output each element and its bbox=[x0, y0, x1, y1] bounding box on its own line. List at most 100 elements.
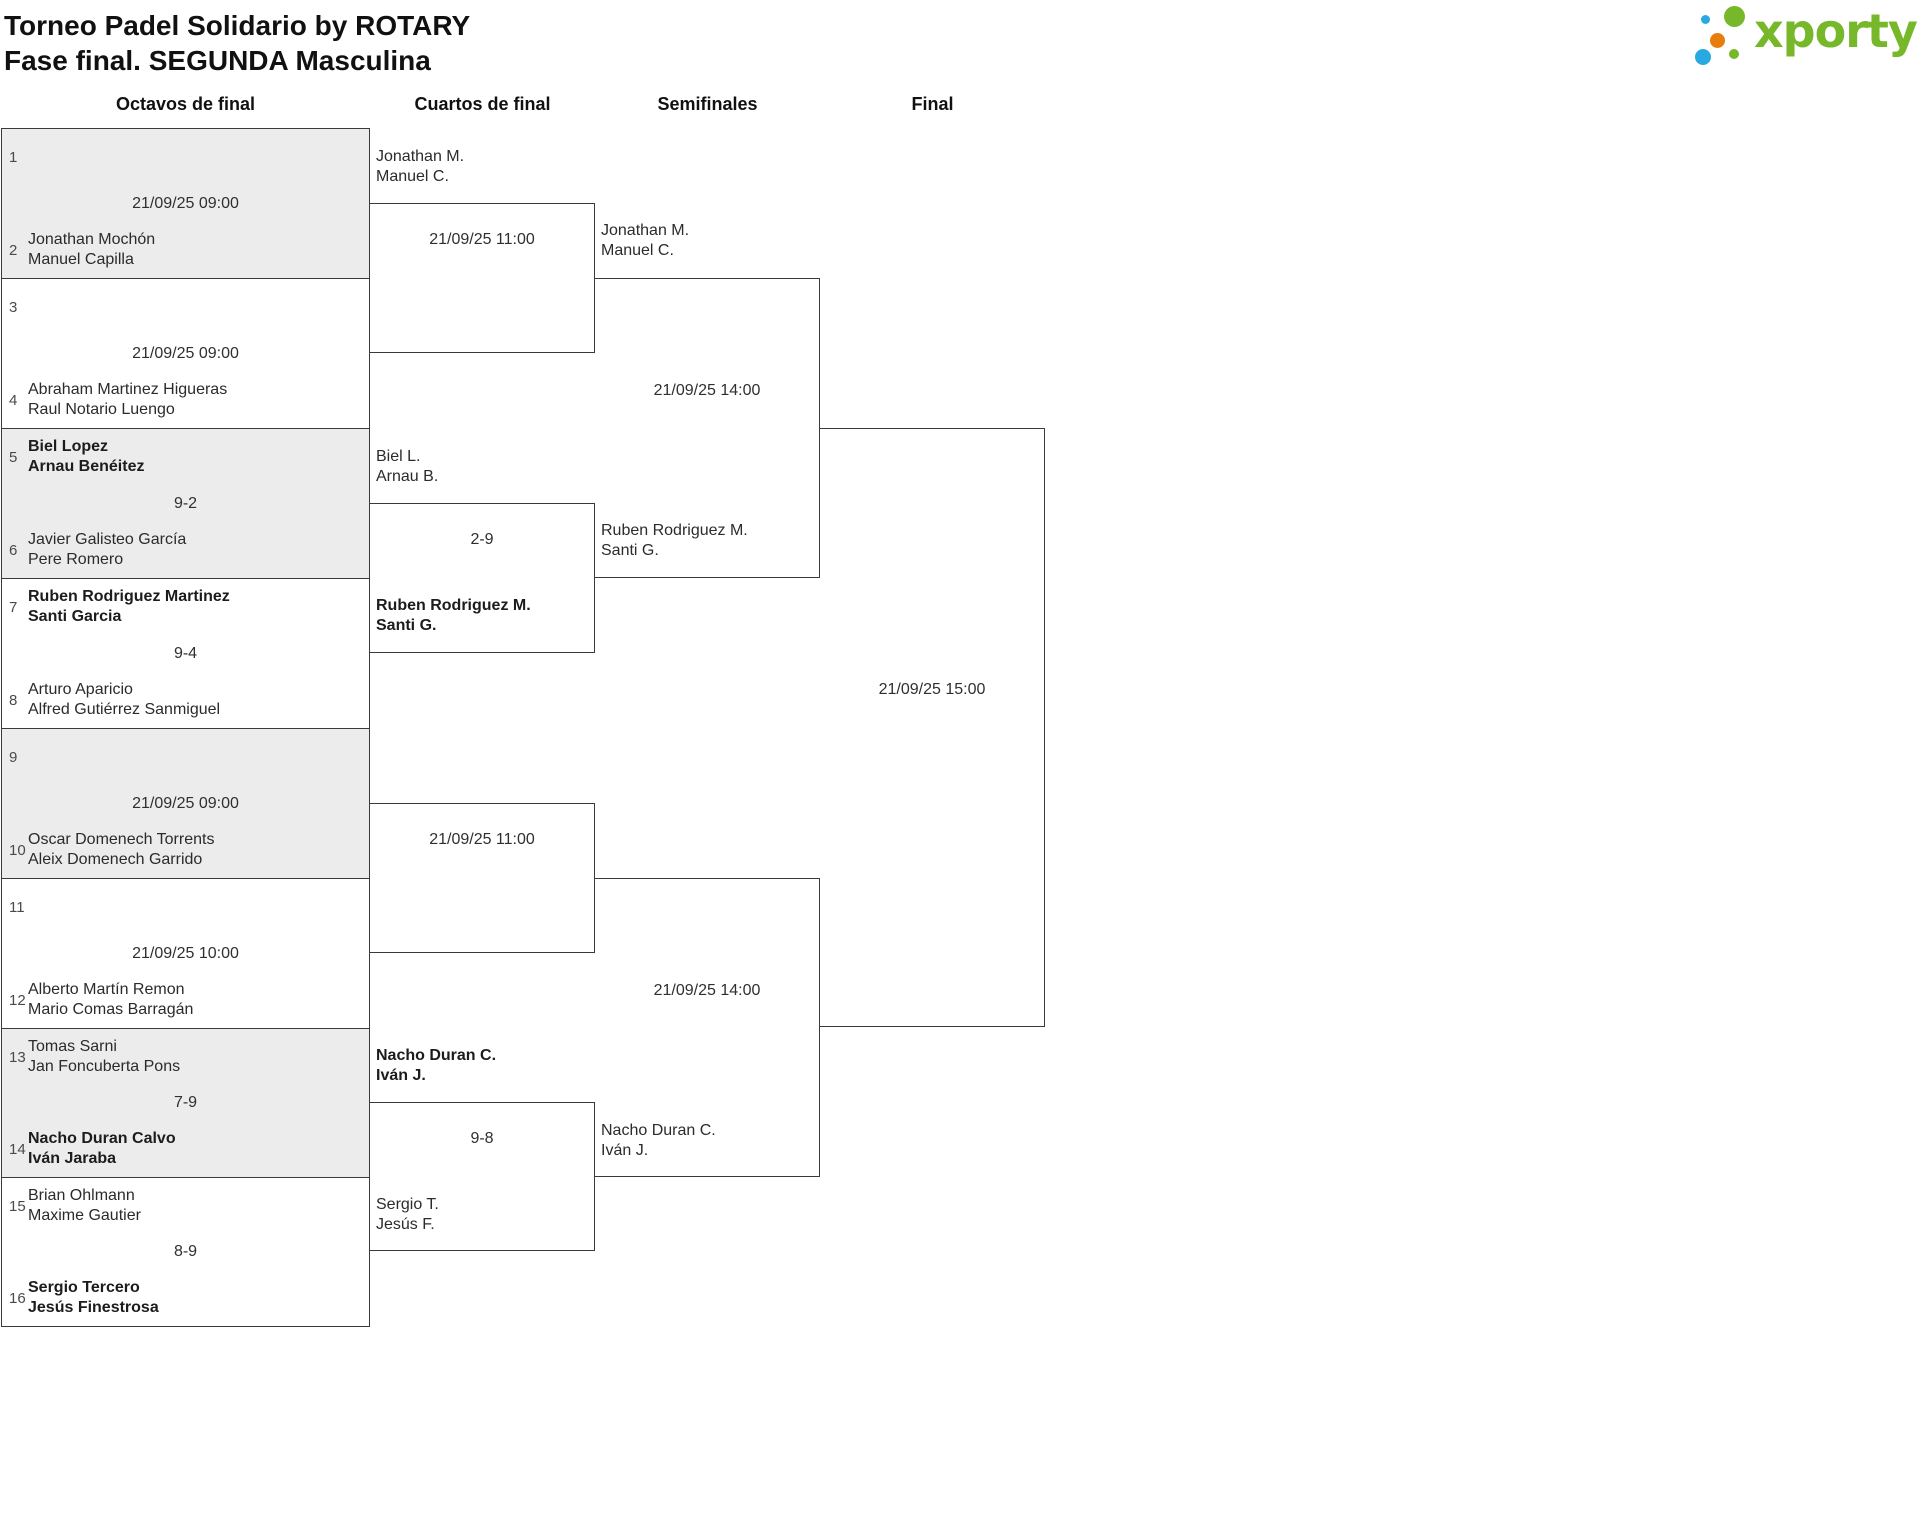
player-name: Brian Ohlmann bbox=[28, 1187, 135, 1204]
sf1-team-top: Jonathan M. Manuel C. bbox=[601, 221, 816, 261]
position-number: 10 bbox=[9, 841, 26, 859]
match-sf-2[interactable]: 21/09/25 14:00 bbox=[595, 878, 820, 1177]
player-name: Sergio T. bbox=[376, 1196, 439, 1213]
match-date: 21/09/25 11:00 bbox=[429, 831, 535, 848]
player-name: Mario Comas Barragán bbox=[28, 1001, 194, 1018]
match-r16-1[interactable]: 1 21/09/25 09:00 2 Jonathan Mochón Manue… bbox=[1, 128, 370, 279]
round-header-final: Final bbox=[911, 94, 954, 114]
position-number: 11 bbox=[9, 898, 25, 916]
player-name: Manuel C. bbox=[601, 242, 674, 259]
match-score: 9-2 bbox=[173, 494, 198, 512]
sf2-team-bottom: Nacho Duran C. Iván J. bbox=[601, 1121, 816, 1161]
team-slot: 11 bbox=[9, 887, 363, 927]
position-number: 8 bbox=[9, 691, 18, 709]
team-slot: 8 Arturo Aparicio Alfred Gutiérrez Sanmi… bbox=[9, 680, 363, 720]
position-number: 16 bbox=[9, 1289, 26, 1307]
player-name: Sergio Tercero bbox=[28, 1279, 140, 1296]
round-header-cuartos: Cuartos de final bbox=[414, 94, 551, 114]
logo-dot-blue-small bbox=[1701, 15, 1710, 24]
player-name: Nacho Duran Calvo bbox=[28, 1130, 176, 1147]
player-name: Biel Lopez bbox=[28, 438, 109, 455]
player-name: Aleix Domenech Garrido bbox=[28, 851, 203, 868]
match-date: 21/09/25 10:00 bbox=[132, 944, 239, 962]
player-name: Tomas Sarni bbox=[28, 1038, 117, 1055]
team-names-winner: Sergio Tercero Jesús Finestrosa bbox=[28, 1278, 159, 1318]
logo-wordmark: xporty bbox=[1754, 4, 1918, 58]
team-names: Javier Galisteo García Pere Romero bbox=[28, 530, 186, 570]
team-names-winner: Ruben Rodriguez Martinez Santi Garcia bbox=[28, 587, 230, 627]
player-name: Arnau Benéitez bbox=[28, 458, 145, 475]
team-names: Tomas Sarni Jan Foncuberta Pons bbox=[28, 1037, 180, 1077]
team-names: Arturo Aparicio Alfred Gutiérrez Sanmigu… bbox=[28, 680, 220, 720]
player-name: Ruben Rodriguez M. bbox=[601, 522, 748, 539]
match-qf-1[interactable]: 21/09/25 11:00 bbox=[370, 203, 595, 353]
round-header-semifinales: Semifinales bbox=[657, 94, 758, 114]
player-name: Jonathan Mochón bbox=[28, 231, 156, 248]
match-score: 9-4 bbox=[173, 644, 198, 662]
match-r16-2[interactable]: 3 21/09/25 09:00 4 Abraham Martinez Higu… bbox=[1, 278, 370, 429]
xporty-logo[interactable]: xporty bbox=[1690, 0, 1920, 70]
team-slot: 1 bbox=[9, 137, 363, 177]
team-slot: 10 Oscar Domenech Torrents Aleix Domenec… bbox=[9, 830, 363, 870]
position-number: 15 bbox=[9, 1197, 26, 1215]
match-date: 21/09/25 09:00 bbox=[132, 344, 239, 362]
player-name: Nacho Duran C. bbox=[601, 1122, 716, 1139]
team-slot: 12 Alberto Martín Remon Mario Comas Barr… bbox=[9, 980, 363, 1020]
player-name: Arnau B. bbox=[376, 468, 439, 485]
match-date: 21/09/25 15:00 bbox=[878, 681, 986, 698]
player-name: Iván Jaraba bbox=[28, 1150, 117, 1167]
player-name: Maxime Gautier bbox=[28, 1207, 141, 1224]
match-qf-2[interactable]: 2-9 bbox=[370, 503, 595, 653]
team-slot: 2 Jonathan Mochón Manuel Capilla bbox=[9, 230, 363, 270]
team-slot: 3 bbox=[9, 287, 363, 327]
team-slot: 13 Tomas Sarni Jan Foncuberta Pons bbox=[9, 1037, 363, 1077]
match-score: 2-9 bbox=[470, 531, 494, 548]
player-name: Alfred Gutiérrez Sanmiguel bbox=[28, 701, 221, 718]
position-number: 9 bbox=[9, 748, 18, 766]
round-header-octavos: Octavos de final bbox=[115, 94, 256, 114]
qf2-team-top: Biel L. Arnau B. bbox=[376, 447, 591, 487]
team-slot: 14 Nacho Duran Calvo Iván Jaraba bbox=[9, 1129, 363, 1169]
team-slot: 15 Brian Ohlmann Maxime Gautier bbox=[9, 1186, 363, 1226]
qf2-team-bottom-winner: Ruben Rodriguez M. Santi G. bbox=[376, 596, 591, 636]
sf1-team-bottom: Ruben Rodriguez M. Santi G. bbox=[601, 521, 816, 561]
player-name: Oscar Domenech Torrents bbox=[28, 831, 215, 848]
match-score: 9-8 bbox=[470, 1130, 494, 1147]
team-names: Alberto Martín Remon Mario Comas Barragá… bbox=[28, 980, 193, 1020]
position-number: 2 bbox=[9, 241, 18, 259]
match-score: 8-9 bbox=[173, 1243, 198, 1260]
match-sf-1[interactable]: 21/09/25 14:00 bbox=[595, 278, 820, 578]
position-number: 5 bbox=[9, 448, 18, 466]
player-name: Jan Foncuberta Pons bbox=[28, 1058, 181, 1075]
player-name: Alberto Martín Remon bbox=[28, 981, 185, 998]
match-r16-4[interactable]: 7 Ruben Rodriguez Martinez Santi Garcia … bbox=[1, 578, 370, 729]
phase-subtitle: Fase final. SEGUNDA Masculina bbox=[4, 45, 431, 76]
team-slot: 7 Ruben Rodriguez Martinez Santi Garcia bbox=[9, 587, 363, 627]
match-date: 21/09/25 09:00 bbox=[132, 194, 239, 212]
player-name: Biel L. bbox=[376, 448, 421, 465]
team-names: Oscar Domenech Torrents Aleix Domenech G… bbox=[28, 830, 214, 870]
player-name: Santi G. bbox=[376, 617, 437, 634]
match-date: 21/09/25 09:00 bbox=[132, 794, 239, 812]
position-number: 3 bbox=[9, 298, 18, 316]
match-r16-7[interactable]: 13 Tomas Sarni Jan Foncuberta Pons 7-9 1… bbox=[1, 1028, 370, 1178]
team-names: Abraham Martinez Higueras Raul Notario L… bbox=[28, 380, 227, 420]
player-name: Santi G. bbox=[601, 542, 659, 559]
match-qf-4[interactable]: 9-8 bbox=[370, 1102, 595, 1251]
match-final[interactable]: 21/09/25 15:00 bbox=[820, 428, 1045, 1027]
match-r16-8[interactable]: 15 Brian Ohlmann Maxime Gautier 8-9 16 S… bbox=[1, 1177, 370, 1327]
match-r16-6[interactable]: 11 21/09/25 10:00 12 Alberto Martín Remo… bbox=[1, 878, 370, 1029]
position-number: 7 bbox=[9, 598, 18, 616]
player-name: Ruben Rodriguez Martinez bbox=[28, 588, 230, 605]
logo-dot-orange bbox=[1710, 33, 1725, 48]
team-slot: 16 Sergio Tercero Jesús Finestrosa bbox=[9, 1278, 363, 1318]
tournament-title: Torneo Padel Solidario by ROTARY bbox=[4, 10, 471, 41]
player-name: Manuel Capilla bbox=[28, 251, 134, 268]
match-r16-5[interactable]: 9 21/09/25 09:00 10 Oscar Domenech Torre… bbox=[1, 728, 370, 879]
match-date: 21/09/25 11:00 bbox=[429, 231, 535, 248]
match-qf-3[interactable]: 21/09/25 11:00 bbox=[370, 803, 595, 953]
team-names-winner: Biel Lopez Arnau Benéitez bbox=[28, 437, 144, 477]
match-r16-3[interactable]: 5 Biel Lopez Arnau Benéitez 9-2 6 Javier… bbox=[1, 428, 370, 579]
player-name: Jesús Finestrosa bbox=[28, 1299, 159, 1316]
